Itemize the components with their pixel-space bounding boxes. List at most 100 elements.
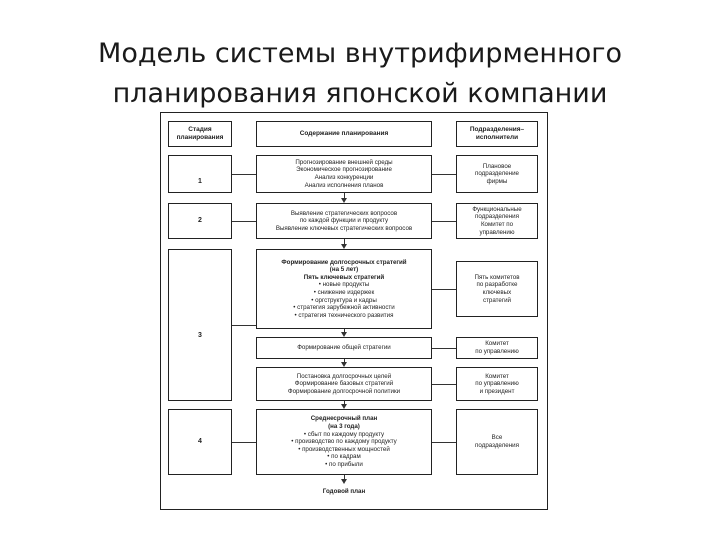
stage-box-4: 4 bbox=[168, 409, 232, 475]
header-content: Содержание планирования bbox=[256, 121, 432, 147]
arrow-head bbox=[341, 198, 347, 203]
stage-number: 3 bbox=[198, 332, 202, 340]
arrow-down-6 bbox=[344, 475, 345, 479]
connector-units3c bbox=[432, 384, 456, 385]
header-stage-line: Стадия bbox=[188, 126, 212, 134]
content-line: (на 3 года) bbox=[328, 423, 360, 431]
content-line: Прогнозирование внешней среды bbox=[295, 158, 393, 166]
units-line: Плановое bbox=[482, 162, 512, 170]
units-box-1: Плановое подразделение фирмы bbox=[456, 155, 538, 193]
header-units-line: Подразделения– bbox=[469, 126, 525, 134]
content-box-4: Среднесрочный план (на 3 года) • сбыт по… bbox=[256, 409, 432, 475]
units-line: ключевых bbox=[482, 289, 512, 296]
arrow-head bbox=[341, 244, 347, 249]
content-line: • снижение издержек bbox=[313, 289, 375, 296]
content-box-2: Выявление стратегических вопросов по каж… bbox=[256, 203, 432, 239]
content-line: Годовой план bbox=[322, 488, 366, 496]
units-line: Все bbox=[491, 434, 503, 442]
arrow-head bbox=[341, 404, 347, 409]
units-line: фирмы bbox=[486, 177, 508, 185]
arrow-head bbox=[341, 479, 347, 484]
content-line: • по прибыли bbox=[325, 460, 363, 468]
units-box-3c: Комитет по управлению и президент bbox=[456, 367, 538, 401]
arrow-down-5 bbox=[344, 401, 345, 404]
content-line: • производственных мощностей bbox=[298, 445, 390, 453]
units-line: подразделения bbox=[475, 213, 519, 221]
stage-box-1: 1 bbox=[168, 155, 232, 193]
title-line-2: планирования японской компании bbox=[112, 78, 608, 109]
units-line: подразделения bbox=[475, 442, 519, 449]
content-line: • сбыт по каждому продукту bbox=[303, 430, 385, 438]
content-line: Среднесрочный план bbox=[310, 415, 378, 423]
header-units: Подразделения– исполнители bbox=[456, 121, 538, 147]
stage-box-2: 2 bbox=[168, 203, 232, 239]
content-line: • стратегия зарубежной активности bbox=[293, 304, 395, 312]
content-box-3c: Постановка долгосрочных целей Формирован… bbox=[256, 367, 432, 401]
units-line: Комитет по bbox=[480, 221, 514, 228]
header-units-line: исполнители bbox=[475, 134, 519, 141]
content-line: • производство по каждому продукту bbox=[291, 438, 397, 446]
units-line: по управлению bbox=[475, 380, 519, 388]
connector-stage3 bbox=[232, 325, 256, 326]
content-line: по каждой функции и продукту bbox=[299, 217, 389, 225]
units-line: Функциональные bbox=[472, 205, 522, 213]
header-content-line: Содержание планирования bbox=[299, 130, 389, 138]
units-line: Пять комитетов bbox=[474, 273, 520, 281]
units-line: по управлению bbox=[475, 348, 519, 355]
arrow-down-3 bbox=[344, 329, 345, 332]
arrow-down-4 bbox=[344, 359, 345, 362]
content-line: • стратегия технического развития bbox=[294, 311, 394, 319]
content-line: (на 5 лет) bbox=[329, 266, 359, 274]
content-box-4b: Годовой план bbox=[256, 483, 432, 501]
units-line: подразделение bbox=[475, 170, 519, 178]
content-line: Формирование общей стратегии bbox=[297, 344, 391, 352]
arrow-down-1 bbox=[344, 193, 345, 198]
content-line: Выявление ключевых стратегических вопрос… bbox=[275, 224, 413, 232]
units-box-4: Все подразделения bbox=[456, 409, 538, 475]
units-line: Комитет bbox=[485, 340, 509, 348]
connector-stage2 bbox=[232, 221, 256, 222]
units-line: управлению bbox=[479, 228, 515, 236]
content-box-1: Прогнозирование внешней среды Экономичес… bbox=[256, 155, 432, 193]
arrow-head bbox=[341, 332, 347, 337]
content-line: • оргструктура и кадры bbox=[311, 296, 377, 304]
arrow-head bbox=[341, 362, 347, 367]
stage-box-3: 3 bbox=[168, 249, 232, 401]
units-line: стратегий bbox=[482, 296, 512, 304]
connector-units4 bbox=[432, 442, 456, 443]
stage-number: 1 bbox=[198, 178, 202, 186]
connector-units1 bbox=[432, 174, 456, 175]
connector-stage4 bbox=[232, 442, 256, 443]
stage-number: 2 bbox=[198, 217, 202, 225]
content-line: Анализ конкуренции bbox=[314, 174, 374, 181]
content-line: Формирование долгосрочной политики bbox=[287, 387, 401, 395]
units-line: по разработке bbox=[476, 281, 518, 289]
content-line: • новые продукты bbox=[318, 281, 370, 289]
units-box-3b: Комитет по управлению bbox=[456, 337, 538, 359]
diagram-frame: Стадия планирования Содержание планирова… bbox=[160, 112, 548, 510]
content-line: • по кадрам bbox=[327, 453, 361, 461]
units-box-3a: Пять комитетов по разработке ключевых ст… bbox=[456, 261, 538, 317]
header-stage-line: планирования bbox=[176, 134, 224, 141]
units-box-2: Функциональные подразделения Комитет по … bbox=[456, 203, 538, 239]
content-line: Формирование долгосрочных стратегий bbox=[281, 258, 407, 266]
content-line: Выявление стратегических вопросов bbox=[290, 209, 398, 217]
connector-stage1 bbox=[232, 174, 256, 175]
units-line: Комитет bbox=[485, 372, 509, 380]
content-line: Формирование базовых стратегий bbox=[294, 380, 394, 388]
stage-number: 4 bbox=[198, 438, 202, 446]
slide-title: Модель системы внутрифирменного планиров… bbox=[0, 34, 720, 114]
content-line: Экономическое прогнозирование bbox=[296, 166, 392, 174]
content-box-3a: Формирование долгосрочных стратегий (на … bbox=[256, 249, 432, 329]
content-box-3b: Формирование общей стратегии bbox=[256, 337, 432, 359]
content-line: Анализ исполнения планов bbox=[304, 181, 384, 189]
header-stage: Стадия планирования bbox=[168, 121, 232, 147]
connector-units2 bbox=[432, 221, 456, 222]
content-line: Постановка долгосрочных целей bbox=[296, 372, 392, 380]
connector-units3b bbox=[432, 348, 456, 349]
title-line-1: Модель системы внутрифирменного bbox=[98, 38, 622, 69]
content-line: Пять ключевых стратегий bbox=[303, 273, 385, 281]
arrow-down-2 bbox=[344, 239, 345, 244]
units-line: и президент bbox=[479, 387, 515, 395]
connector-units3a bbox=[432, 289, 456, 290]
